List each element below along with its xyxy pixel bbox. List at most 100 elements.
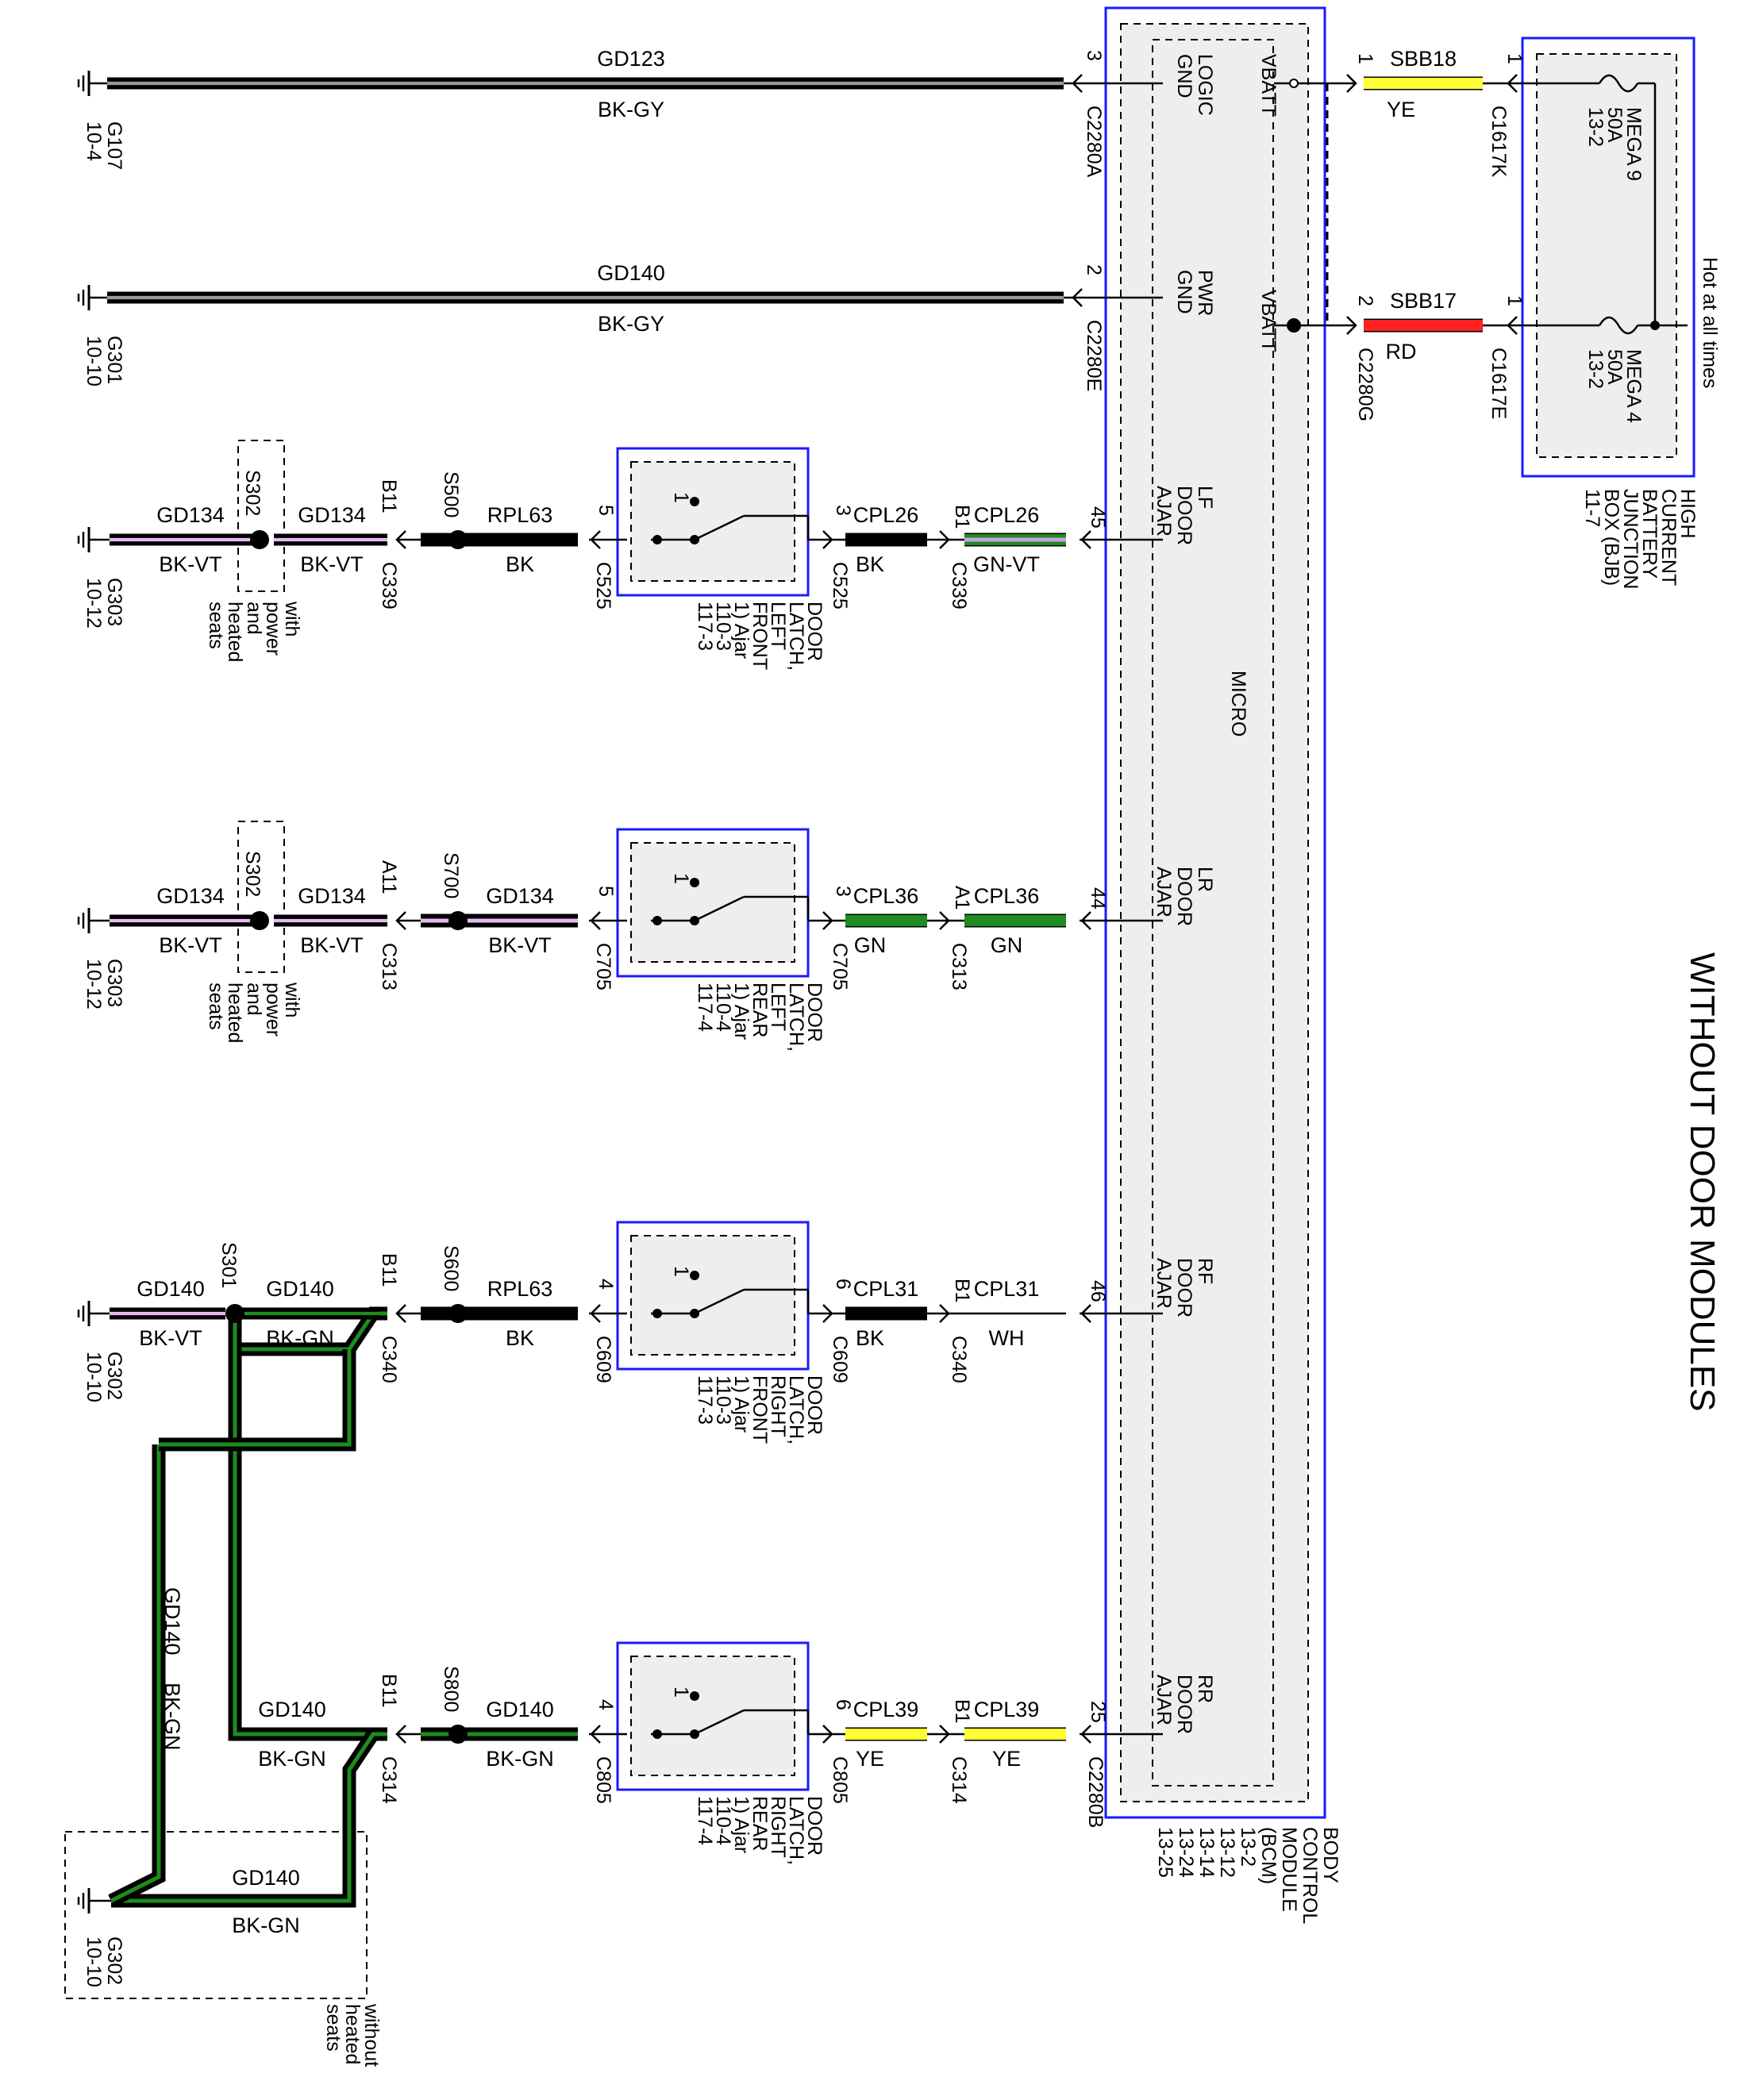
door-rf-ground-name: G302 <box>103 1352 125 1400</box>
door-lf-option-label-line: power <box>262 602 284 656</box>
door-rr-in-color: YE <box>856 1747 884 1771</box>
bottom-option-label-line: seats <box>322 2004 344 2052</box>
bjb-name-line: BATTERY <box>1638 489 1661 579</box>
bcm-pin-vbatt-1-line: VBATT <box>1257 54 1280 117</box>
door-rr-branch-arrow <box>395 1725 406 1744</box>
bcm-name-line: CONTROL <box>1299 1827 1321 1924</box>
rr-gnd-trunk-wire <box>229 1313 379 1740</box>
door-rr-switch-pin: 1 <box>670 1687 692 1698</box>
door-rf-latch-box <box>630 1235 795 1356</box>
door-rr-feed-color: BK-GN <box>486 1747 554 1771</box>
door-lr-mid-arrow <box>939 911 950 930</box>
door-lr-latch-label-line: 117-4 <box>694 983 716 1032</box>
bcm-name-line: 13-25 <box>1154 1827 1176 1878</box>
bjb-hot-label: Hot at all times <box>1699 257 1721 388</box>
bjb-name-line: HIGH <box>1676 489 1699 539</box>
door-lf-mid-arrow <box>939 530 950 549</box>
door-lf-latch-label-line: FRONT <box>749 602 771 670</box>
door-lr-mid-pin: A1 <box>951 886 973 910</box>
door-lf-option-box <box>237 440 285 592</box>
bottom-vertical-color: BK-GN <box>160 1683 184 1751</box>
door-lr-latch-box <box>630 842 795 963</box>
door-lr-latch-label-line: LATCH, <box>785 983 807 1052</box>
door-lr-latch-out-pin: 3 <box>832 886 854 897</box>
door-rr-mid-pin: B1 <box>951 1699 973 1724</box>
bjb-name-line: JUNCTION <box>1619 489 1642 589</box>
fuse-mega4-label-line: 50A <box>1603 349 1626 385</box>
door-rr-latch-label-line: REAR <box>749 1796 771 1851</box>
door-lr-in-circuit: CPL36 <box>853 884 919 908</box>
door-rf-switch-terminal <box>652 1309 662 1318</box>
bcm-name-line: 13-12 <box>1216 1827 1238 1878</box>
door-lr-option-label-line: seats <box>205 983 227 1030</box>
door-lr-in-color: GN <box>854 933 887 957</box>
door-lr-out-color: GN <box>991 933 1023 957</box>
bcm-pin-logic-gnd-line: LOGIC <box>1194 54 1216 116</box>
fuse-mega9-label-line: 50A <box>1603 107 1626 143</box>
door-rr-mid-connector: C314 <box>948 1756 970 1804</box>
bcm-pin-lf-line: LF <box>1194 486 1216 509</box>
bottom-option-label-line: without <box>360 2003 383 2067</box>
door-rf-splice-label: S600 <box>440 1245 462 1291</box>
bcm-pin-lr-line: LR <box>1194 867 1216 892</box>
rf-gnd-long-wire-stripe <box>110 1444 161 1903</box>
door-lf-gnd-a-color: BK-VT <box>300 552 364 576</box>
door-rf-feed-circuit: RPL63 <box>487 1277 553 1301</box>
door-rf-in-circuit: CPL31 <box>853 1277 919 1301</box>
vbatt-bcm-arrow-sbb17 <box>1346 316 1357 335</box>
door-rf-splice <box>448 1304 468 1323</box>
door-rf-in-color: BK <box>856 1326 884 1350</box>
door-lf-ground-name: G303 <box>103 578 125 626</box>
door-rr-switch-contact <box>690 1691 699 1701</box>
door-lr-option-label-line: with <box>281 982 303 1017</box>
door-rf-out-circuit: CPL31 <box>974 1277 1040 1301</box>
door-lr-splice-label: S700 <box>440 852 462 898</box>
door-rf-gnd-a-color: BK-GN <box>266 1326 334 1350</box>
wire-sbb17-color: RD <box>1386 340 1417 363</box>
door-rf-mid-pin: B1 <box>951 1279 973 1303</box>
door-rr-mid-arrow <box>939 1725 950 1744</box>
vbatt-sbb18-bjb-connector: C1617K <box>1488 106 1510 178</box>
door-lf-out-circuit: CPL26 <box>974 503 1040 527</box>
door-rr-splice-label: S800 <box>440 1666 462 1712</box>
ground-gd140-name: G301 <box>103 336 125 384</box>
rr-gnd-trunk-wire-stripe <box>233 1313 379 1737</box>
door-rr-latch-out-arrow <box>822 1725 833 1744</box>
door-lf-feed-circuit: RPL63 <box>487 503 553 527</box>
door-lr-latch-in-connector: C705 <box>592 943 614 990</box>
door-lr-option-splice-label: S302 <box>241 851 264 897</box>
door-lf-latch-out-arrow <box>822 530 833 549</box>
bottom-ground-name: G302 <box>103 1937 125 1985</box>
fuse-mega9-label-line: MEGA 9 <box>1622 107 1645 181</box>
door-rf-ground-ref: 10-10 <box>83 1352 105 1402</box>
door-lr-latch-label-line: 110-4 <box>712 983 734 1032</box>
door-rr-bcm-pin: 25 <box>1087 1701 1109 1723</box>
rf-gnd-long-wire-outline <box>159 1349 356 1452</box>
door-lr-latch-in-arrow <box>590 911 601 930</box>
door-rf-bcm-arrow <box>1080 1304 1091 1323</box>
door-lf-option-splice <box>250 530 269 549</box>
door-lf-option-splice-label: S302 <box>241 470 264 516</box>
door-lf-switch-contact <box>690 497 699 506</box>
bcm-pin-vbatt-2-line: VBATT <box>1257 290 1280 352</box>
bcm-pin-rf-line: RF <box>1194 1258 1216 1284</box>
bcm-pin-rf-line: DOOR <box>1173 1258 1195 1317</box>
door-rf-latch-label-line: 110-3 <box>712 1375 734 1425</box>
door-lr-splice <box>448 911 468 930</box>
door-rr-gnd-a-color: BK-GN <box>258 1747 326 1771</box>
door-lf-latch-out-pin: 3 <box>832 505 854 516</box>
bcm-pin-lf-line: DOOR <box>1173 486 1195 545</box>
rf-gnd-long-wire <box>159 1349 355 1450</box>
fuse-mega4-label-line: 13-2 <box>1584 349 1607 389</box>
door-rr-latch-label-line: RIGHT <box>767 1796 789 1858</box>
door-rf-latch-in-connector: C609 <box>592 1336 614 1383</box>
door-rr-in-circuit: CPL39 <box>853 1698 919 1721</box>
door-rf-gnd-b-circuit: GD140 <box>137 1277 205 1301</box>
bcm-name-line: 13-2 <box>1237 1827 1259 1867</box>
door-rr-latch-in-pin: 4 <box>595 1699 617 1710</box>
door-lf-latch-in-connector: C525 <box>592 562 614 610</box>
bottom-vertical-circuit: GD140 <box>160 1587 184 1656</box>
vbatt-node-sbb17 <box>1287 318 1301 333</box>
wire-gd123-color: BK-GY <box>598 98 664 121</box>
